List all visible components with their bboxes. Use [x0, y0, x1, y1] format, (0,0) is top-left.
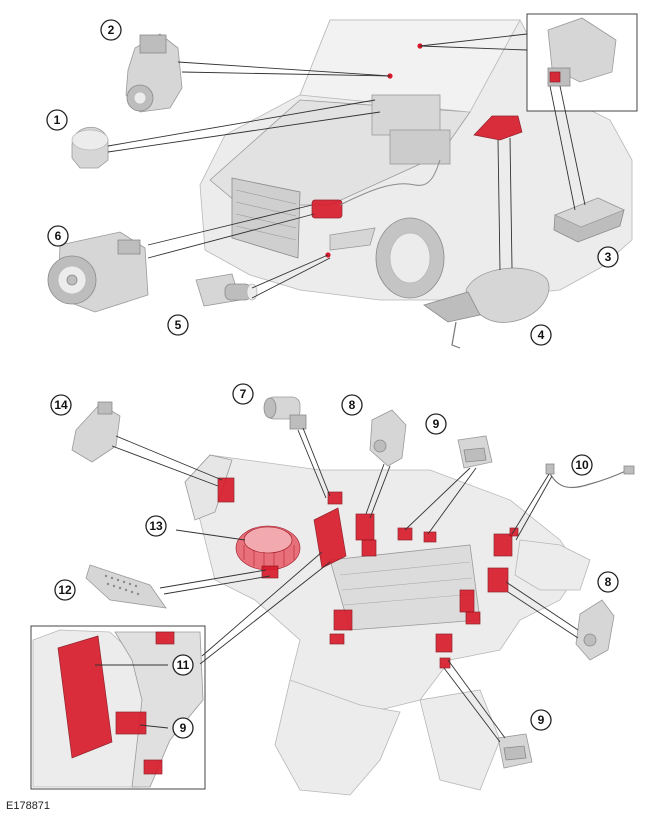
actuator-14-location [217, 477, 235, 503]
callout-10: 10 [571, 454, 593, 476]
svg-text:8: 8 [349, 398, 356, 412]
svg-text:3: 3 [605, 250, 612, 264]
compressor-location-marker [311, 199, 343, 219]
vehicle-illustration [199, 19, 633, 301]
svg-text:9: 9 [433, 417, 440, 431]
component-3-illustration [553, 197, 626, 243]
leader-lines-top [107, 33, 586, 299]
actuator-9-location [397, 527, 413, 541]
component-8b-illustration [575, 599, 615, 661]
component-6-illustration [47, 231, 149, 313]
callout-9-inset: 9 [172, 717, 194, 739]
component-9c-illustration [497, 733, 533, 769]
callout-9-bottom: 9 [530, 709, 552, 731]
lower-duct-right [419, 689, 501, 791]
callout-8-top: 8 [341, 394, 363, 416]
callout-2: 2 [100, 19, 122, 41]
component-8a-illustration [369, 409, 407, 467]
sensor-10-location [493, 533, 513, 557]
component-10-illustration [545, 463, 635, 489]
lower-duct-left [274, 679, 401, 796]
headlamp [329, 227, 376, 251]
callout-14: 14 [50, 394, 72, 416]
callout-8-right: 8 [597, 571, 619, 593]
figure-id-label: E178871 [6, 800, 51, 812]
grille [231, 177, 301, 259]
right-duct [514, 539, 591, 591]
svg-text:8: 8 [605, 575, 612, 589]
component-4-illustration [423, 267, 550, 349]
svg-text:9: 9 [538, 713, 545, 727]
svg-text:2: 2 [108, 23, 115, 37]
rain-sensor-inset [526, 13, 638, 112]
hvac-control-module [313, 507, 347, 569]
callout-12: 12 [54, 579, 76, 601]
svg-text:9: 9 [180, 721, 187, 735]
svg-text:10: 10 [575, 458, 589, 472]
callout-1: 1 [46, 109, 68, 131]
callout-7: 7 [232, 383, 254, 405]
callout-3: 3 [597, 246, 619, 268]
component-2-illustration [125, 33, 183, 113]
control-module-inset [30, 625, 206, 790]
svg-text:7: 7 [240, 387, 247, 401]
component-5-illustration [195, 273, 258, 307]
callout-9-top: 9 [425, 413, 447, 435]
actuator-9c-location [435, 633, 453, 653]
component-9a-illustration [457, 435, 493, 469]
component-7-illustration [263, 396, 307, 430]
mirror-location-marker [473, 115, 523, 141]
svg-text:13: 13 [149, 519, 163, 533]
callout-13: 13 [145, 515, 167, 537]
callout-11: 11 [172, 654, 194, 676]
svg-text:1: 1 [54, 113, 61, 127]
callout-5: 5 [167, 314, 189, 336]
leader-lines-bottom [95, 427, 579, 743]
svg-text:4: 4 [538, 328, 545, 342]
actuator-8b-location [487, 567, 509, 593]
component-14-illustration [71, 401, 121, 463]
svg-text:14: 14 [54, 398, 68, 412]
svg-text:12: 12 [58, 583, 72, 597]
svg-text:11: 11 [177, 658, 190, 672]
component-1-illustration [71, 126, 109, 169]
svg-text:6: 6 [55, 229, 62, 243]
callout-4: 4 [530, 324, 552, 346]
actuator-8-location [355, 513, 375, 541]
component-12-illustration [85, 564, 167, 609]
callout-6: 6 [47, 225, 69, 247]
svg-text:5: 5 [175, 318, 182, 332]
front-wheel-rim [389, 232, 431, 284]
engine-bay-hvac-ghost [371, 94, 441, 136]
sensor-7-location [327, 491, 343, 505]
